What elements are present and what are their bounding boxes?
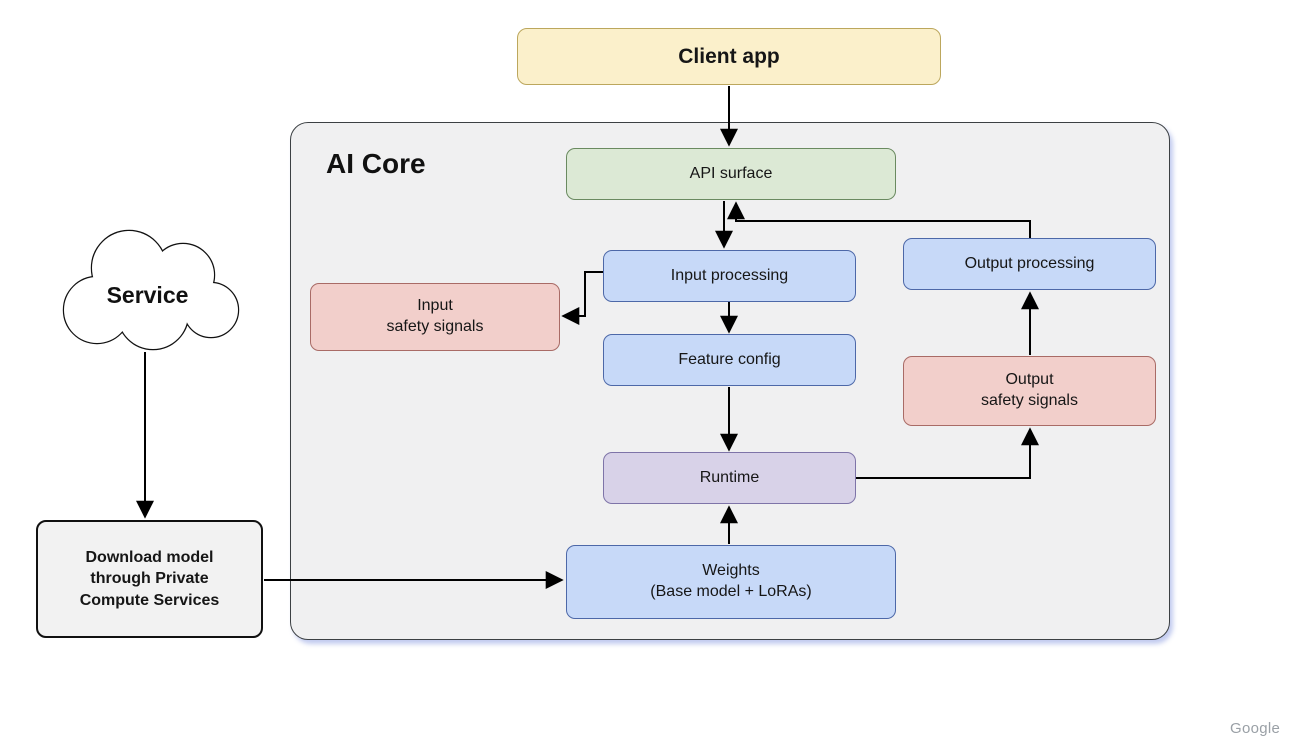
- input-processing-label: Input processing: [670, 266, 789, 284]
- node-output-safety-signals: Output safety signals: [903, 356, 1156, 426]
- download-model-line-2: through Private: [90, 570, 209, 588]
- node-weights: Weights (Base model + LoRAs): [566, 545, 896, 619]
- feature-config-label: Feature config: [678, 350, 781, 368]
- weights-line-2: (Base model + LoRAs): [650, 583, 812, 600]
- service-node-label: Service: [106, 282, 189, 308]
- cloud-outline: [62, 229, 240, 351]
- node-output-processing: Output processing: [903, 238, 1156, 290]
- download-model-line-1: Download model: [85, 548, 214, 566]
- weights-line-1: Weights: [702, 562, 760, 580]
- client-app-label: Client app: [678, 44, 780, 68]
- runtime-label: Runtime: [699, 468, 760, 486]
- node-download-model: Download model through Private Compute S…: [36, 520, 263, 638]
- api-surface-label: API surface: [689, 164, 773, 182]
- node-input-safety-signals: Input safety signals: [310, 283, 560, 351]
- service-cloud-shape: [62, 229, 240, 351]
- google-logo: Google: [1230, 720, 1281, 737]
- ai-core-title: AI Core: [326, 148, 426, 179]
- output-safety-line-2: safety signals: [981, 392, 1078, 409]
- node-feature-config: Feature config: [603, 334, 856, 386]
- node-input-processing: Input processing: [603, 250, 856, 302]
- output-processing-label: Output processing: [964, 254, 1095, 272]
- input-safety-line-2: safety signals: [386, 318, 484, 335]
- download-model-line-3: Compute Services: [79, 591, 220, 609]
- node-client-app: Client app: [517, 28, 941, 85]
- input-safety-line-1: Input: [417, 297, 453, 315]
- node-runtime: Runtime: [603, 452, 856, 504]
- output-safety-line-1: Output: [1005, 371, 1054, 389]
- node-api-surface: API surface: [566, 148, 896, 200]
